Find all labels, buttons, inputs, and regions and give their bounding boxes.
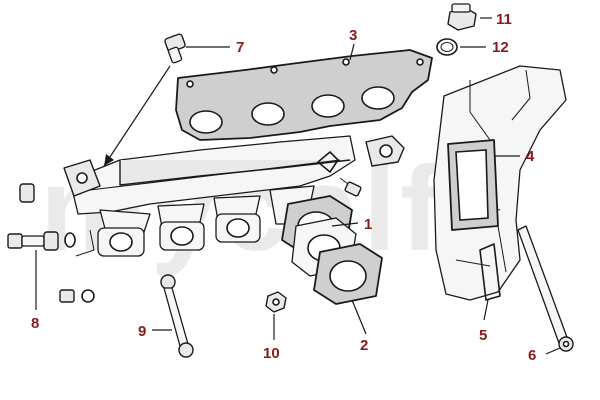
leader-lines (35, 17, 561, 355)
callout-4: 4 (526, 148, 535, 165)
part-4-housing-gasket[interactable] (447, 139, 499, 231)
part-6-support-rod[interactable] (517, 225, 574, 352)
callout-12: 12 (492, 39, 509, 56)
part-3-manifold-gasket[interactable] (175, 49, 433, 141)
part-10-nut[interactable] (265, 291, 287, 313)
callout-labels: 1 2 3 4 5 6 7 8 9 10 11 12 (31, 11, 536, 364)
part-12-washer[interactable] (436, 38, 458, 56)
callout-3: 3 (349, 27, 357, 44)
callout-2: 2 (360, 337, 368, 354)
part-11-plug[interactable] (447, 3, 477, 31)
part-7-fitting[interactable] (164, 33, 186, 64)
callout-1: 1 (364, 216, 372, 233)
callout-7: 7 (236, 39, 244, 56)
callout-8: 8 (31, 315, 39, 332)
part-2-gasket[interactable] (313, 243, 383, 305)
callout-6: 6 (528, 347, 536, 364)
callout-10: 10 (263, 345, 280, 362)
callout-9: 9 (138, 323, 146, 340)
callout-5: 5 (479, 327, 487, 344)
part-5-seal[interactable] (479, 243, 501, 301)
part-8-banjo-bolt[interactable] (7, 183, 95, 303)
part-9-link-rod[interactable] (160, 274, 194, 358)
callout-11: 11 (496, 11, 512, 28)
